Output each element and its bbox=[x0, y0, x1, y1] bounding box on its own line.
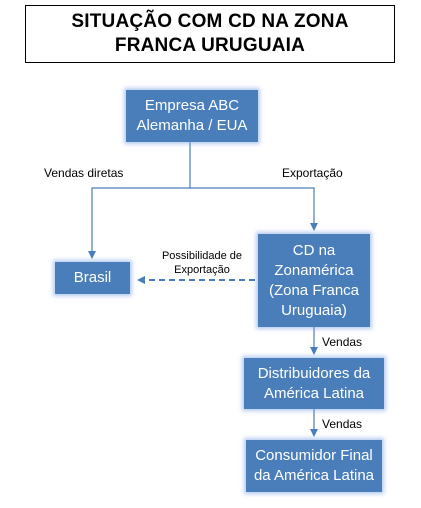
node-cd-zonamerica: CD na Zonamérica (Zona Franca Uruguaia) bbox=[258, 234, 370, 327]
node-cd-line-2: Zonamérica bbox=[274, 261, 354, 279]
label-vendas-2: Vendas bbox=[322, 417, 363, 431]
edge-vendas-diretas bbox=[88, 142, 191, 259]
label-possibilidade: Possibilidade de Exportação bbox=[150, 249, 254, 277]
node-distribuidores: Distribuidores da América Latina bbox=[244, 358, 384, 409]
node-distribuidores-line-2: América Latina bbox=[263, 384, 365, 402]
label-vendas-1: Vendas bbox=[322, 335, 363, 349]
node-consumidor-line-2: da América Latina bbox=[253, 467, 375, 484]
node-cd-line-3: (Zona Franca bbox=[268, 281, 360, 299]
edge-exportacao bbox=[190, 187, 318, 231]
node-empresa-abc: Empresa ABC Alemanha / EUA bbox=[126, 90, 258, 142]
label-exportacao: Exportação bbox=[282, 166, 343, 180]
node-cd-line-4: Uruguaia) bbox=[281, 301, 347, 319]
node-cd-line-1: CD na bbox=[292, 241, 336, 259]
title-line-1: SITUAÇÃO COM CD NA ZONA bbox=[71, 11, 349, 32]
node-distribuidores-line-1: Distribuidores da bbox=[257, 364, 371, 382]
node-brasil-label: Brasil bbox=[73, 269, 112, 286]
node-brasil: Brasil bbox=[55, 262, 130, 294]
node-consumidor-final: Consumidor Final da América Latina bbox=[246, 440, 382, 492]
node-empresa-line-1: Empresa ABC bbox=[144, 97, 240, 114]
label-vendas-diretas: Vendas diretas bbox=[44, 166, 124, 180]
title-line-2: FRANCA URUGUAIA bbox=[114, 35, 306, 56]
label-possibilidade-line-2: Exportação bbox=[174, 264, 230, 276]
label-possibilidade-line-1: Possibilidade de bbox=[161, 250, 243, 262]
diagram-title: SITUAÇÃO COM CD NA ZONA FRANCA URUGUAIA bbox=[25, 5, 395, 63]
node-empresa-line-2: Alemanha / EUA bbox=[136, 117, 248, 134]
node-consumidor-line-1: Consumidor Final bbox=[255, 447, 373, 464]
